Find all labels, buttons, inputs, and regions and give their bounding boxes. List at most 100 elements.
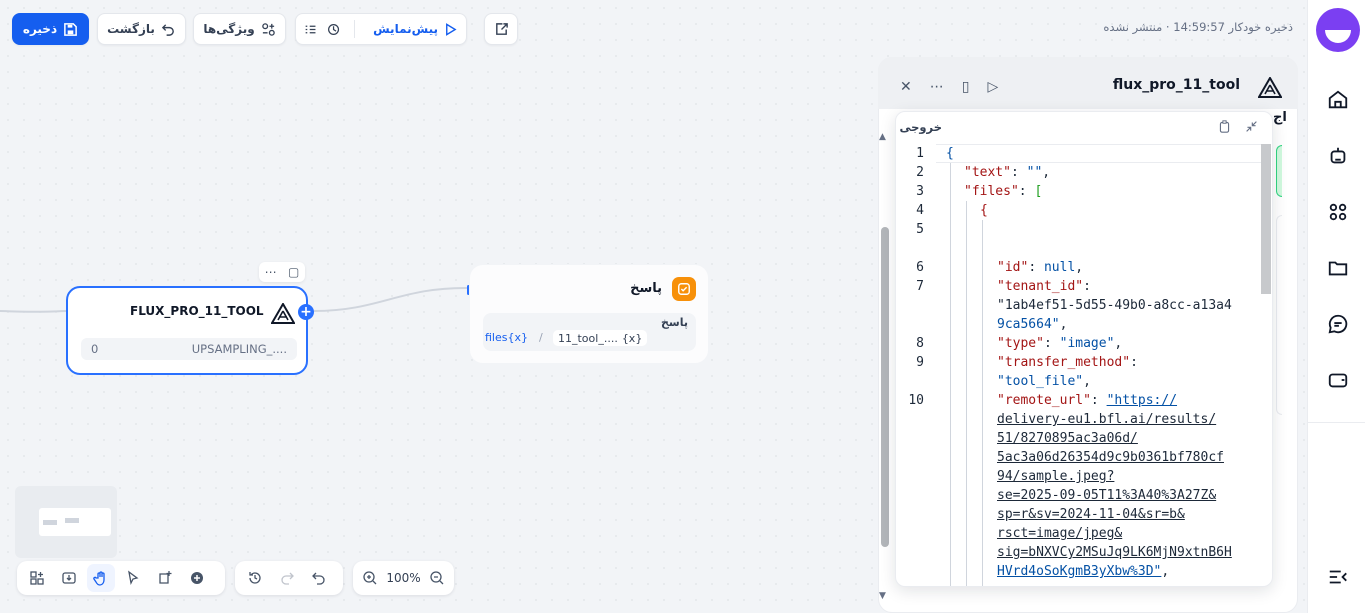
url-line[interactable]: 5ac3a06d26354d9c9b0361bf780cf xyxy=(997,450,1224,465)
url-line[interactable]: HVrd4oSoKgmB3yXbw%3D", xyxy=(997,564,1170,579)
line-number: 8 xyxy=(916,336,924,351)
code-brace: { xyxy=(946,146,954,161)
history-clock-icon[interactable] xyxy=(327,22,340,37)
line-number: 10 xyxy=(908,393,924,408)
code-scrollbar[interactable] xyxy=(1261,144,1271,294)
answer-node[interactable]: پاسخ پاسخ files{x} / 11_tool_.... {x} xyxy=(469,264,709,364)
url-line[interactable]: rsct=image/jpeg& xyxy=(997,526,1123,541)
back-button[interactable]: بازگشت xyxy=(97,13,186,45)
line-number: 9 xyxy=(916,355,924,370)
save-label: ذخیره xyxy=(22,22,58,36)
node-param-row: 0 UPSAMPLING_.... xyxy=(81,338,297,360)
success-status xyxy=(1276,145,1282,197)
output-actions xyxy=(1218,120,1258,136)
collapse-icon[interactable] xyxy=(1245,120,1258,136)
version-history-icon[interactable] xyxy=(241,564,269,592)
answer-input-handle[interactable] xyxy=(467,285,470,295)
checklist-icon[interactable] xyxy=(304,22,317,37)
answer-icon xyxy=(672,277,696,301)
minimap-viewport xyxy=(39,508,111,536)
copy-icon[interactable] xyxy=(1218,120,1231,136)
home-icon[interactable] xyxy=(1325,87,1351,113)
square-icon[interactable]: ▢ xyxy=(287,265,300,279)
zoom-in-icon[interactable] xyxy=(359,564,380,592)
undo-icon[interactable] xyxy=(305,564,333,592)
redo-icon[interactable] xyxy=(273,564,301,592)
code-brace: { xyxy=(980,203,988,218)
close-icon[interactable]: ✕ xyxy=(900,79,912,95)
url-line[interactable]: delivery-eu1.bfl.ai/results/ xyxy=(997,412,1217,427)
code-line: "type": "image", xyxy=(997,336,1123,351)
apps-icon[interactable] xyxy=(1325,199,1351,225)
url-line[interactable]: 94/sample.jpeg? xyxy=(997,469,1115,484)
url-line[interactable]: 51/8270895ac3a06d/ xyxy=(997,431,1138,446)
features-icon xyxy=(261,22,275,36)
history-tools xyxy=(235,561,343,595)
import-icon[interactable] xyxy=(55,564,83,592)
pointer-tool-icon[interactable] xyxy=(119,564,147,592)
more-icon[interactable]: ⋯ xyxy=(929,79,944,95)
answer-field-label: پاسخ xyxy=(660,316,688,329)
run-node-icon[interactable]: ▷ xyxy=(987,79,999,95)
param-name: UPSAMPLING_.... xyxy=(191,342,287,356)
panel-header: ✕ ⋯ ▯ ▷ flux_pro_11_tool xyxy=(878,57,1298,109)
edge-flux-answer xyxy=(313,286,470,312)
floppy-icon xyxy=(64,22,77,36)
code-line: 9ca5664", xyxy=(997,317,1068,332)
hand-tool-icon[interactable] xyxy=(87,564,115,592)
flux-tool-node[interactable]: FLUX_PRO_11_TOOL 0 UPSAMPLING_.... xyxy=(66,286,308,375)
answer-title: پاسخ xyxy=(630,281,662,296)
preview-label: پیش‌نمایش xyxy=(373,22,438,36)
line-number: 1 xyxy=(916,146,924,161)
minimap[interactable] xyxy=(15,486,117,558)
add-node-handle[interactable]: + xyxy=(298,304,314,320)
param-value: 0 xyxy=(91,342,99,356)
answer-content-box: پاسخ files{x} / 11_tool_.... {x} xyxy=(483,313,696,351)
edge-input xyxy=(0,310,67,313)
scroll-down-icon[interactable]: ▼ xyxy=(879,591,886,601)
url-line[interactable]: sig=bNXVCy2MSuJq9LK6MjN9xtnB6H xyxy=(997,545,1232,560)
panel-header-actions: ✕ ⋯ ▯ ▷ xyxy=(900,79,998,95)
zoom-out-icon[interactable] xyxy=(427,564,448,592)
scroll-up-icon[interactable]: ▲ xyxy=(879,132,886,142)
organize-icon[interactable] xyxy=(183,564,211,592)
current-line-highlight xyxy=(936,144,1261,163)
var-prefix-icon: {x} xyxy=(621,331,643,345)
url-line[interactable]: sp=r&sv=2024-11-04&sr=b& xyxy=(997,507,1185,522)
book-icon[interactable]: ▯ xyxy=(961,79,970,95)
publish-button[interactable] xyxy=(484,13,518,45)
app-logo[interactable] xyxy=(1316,8,1360,52)
save-button[interactable]: ذخیره xyxy=(12,13,89,45)
flux-logo-icon xyxy=(271,303,295,324)
var-node: 11_tool_.... xyxy=(558,331,618,345)
add-block-icon[interactable] xyxy=(23,564,51,592)
flux-logo-icon xyxy=(1258,77,1282,98)
chat-icon[interactable] xyxy=(1325,311,1351,337)
line-number: 5 xyxy=(916,222,924,237)
code-line: "files": [ xyxy=(964,184,1043,199)
output-title: خروجی xyxy=(899,120,942,134)
json-code[interactable]: 1 2 3 4 5 6 7 8 9 10 { "text": "", "file… xyxy=(896,144,1264,586)
line-number: 6 xyxy=(916,260,924,275)
panel-title: flux_pro_11_tool xyxy=(1112,77,1240,93)
code-line: "transfer_method": xyxy=(997,355,1138,370)
zoom-tools: 100% xyxy=(353,561,454,595)
panel-section xyxy=(1276,215,1282,415)
code-line: "remote_url": "https:// xyxy=(997,393,1178,408)
code-line: "tenant_id": xyxy=(997,279,1091,294)
zoom-level[interactable]: 100% xyxy=(386,571,421,585)
autosave-status: ذخیره خودکار 14:59:57 · منتشر نشده xyxy=(1103,20,1293,34)
more-icon[interactable]: ⋯ xyxy=(264,265,277,279)
variable-chip: files{x} / 11_tool_.... {x} xyxy=(485,330,648,346)
node-title: FLUX_PRO_11_TOOL xyxy=(130,304,264,318)
wallet-icon[interactable] xyxy=(1325,367,1351,393)
preview-button[interactable]: پیش‌نمایش xyxy=(373,22,458,37)
url-line[interactable]: se=2025-09-05T11%3A40%3A27Z& xyxy=(997,488,1217,503)
features-button[interactable]: ویژگی‌ها xyxy=(193,13,286,45)
panel-scrollbar[interactable] xyxy=(881,227,889,547)
add-note-icon[interactable] xyxy=(151,564,179,592)
robot-icon[interactable] xyxy=(1325,143,1351,169)
line-number: 4 xyxy=(916,203,924,218)
folder-icon[interactable] xyxy=(1325,255,1351,281)
menu-collapse-icon[interactable] xyxy=(1325,564,1351,590)
